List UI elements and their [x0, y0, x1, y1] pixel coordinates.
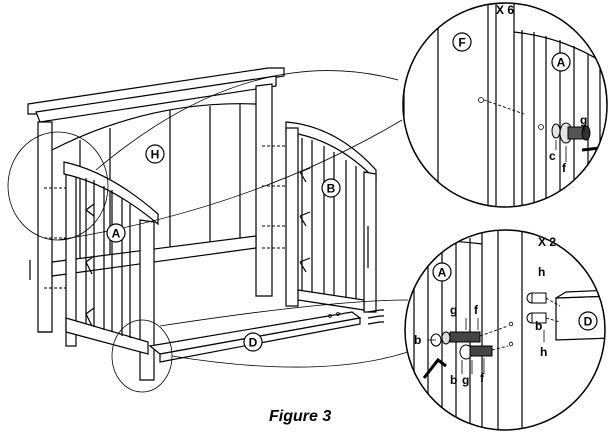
figure-caption: Figure 3 [269, 408, 331, 425]
callout-bottom-label-a: A [432, 262, 452, 282]
callout-top-label-f: F [452, 32, 472, 52]
svg-text:F: F [458, 36, 465, 50]
label-d: D [243, 332, 263, 352]
callout-top-right: X 6 F A g c f [402, 2, 608, 208]
svg-text:b: b [535, 319, 542, 333]
svg-text:f: f [480, 371, 485, 385]
svg-text:A: A [438, 266, 447, 280]
side-panel-a [29, 161, 159, 381]
svg-text:D: D [249, 336, 258, 350]
svg-text:H: H [151, 148, 160, 162]
callout-top-label-a: A [551, 52, 571, 72]
svg-text:f: f [562, 161, 567, 175]
crib-main-illustration [7, 67, 409, 393]
svg-text:c: c [549, 149, 556, 163]
svg-text:A: A [112, 227, 121, 241]
svg-text:g: g [580, 113, 587, 127]
svg-text:g: g [450, 303, 457, 317]
rail-d [148, 309, 384, 363]
callout-bottom-right: X 2 A h D b g f h b g b f [404, 229, 606, 431]
connector-bottom [171, 351, 409, 368]
label-a: A [106, 223, 126, 243]
svg-text:X 2: X 2 [538, 235, 556, 249]
svg-text:b: b [450, 373, 457, 387]
svg-text:h: h [538, 265, 545, 279]
svg-text:f: f [474, 303, 479, 317]
svg-text:g: g [462, 373, 469, 387]
svg-text:B: B [327, 182, 336, 196]
svg-text:D: D [584, 315, 593, 329]
svg-text:h: h [540, 345, 547, 359]
svg-text:b: b [414, 333, 421, 347]
side-panel-b [262, 121, 377, 313]
svg-text:X 6: X 6 [496, 3, 514, 17]
zoom-outline-left [7, 131, 109, 241]
svg-text:A: A [557, 56, 566, 70]
label-h: H [145, 144, 165, 164]
label-b: B [321, 178, 341, 198]
connector-top [95, 70, 399, 171]
callout-bottom-label-d: D [578, 311, 598, 331]
